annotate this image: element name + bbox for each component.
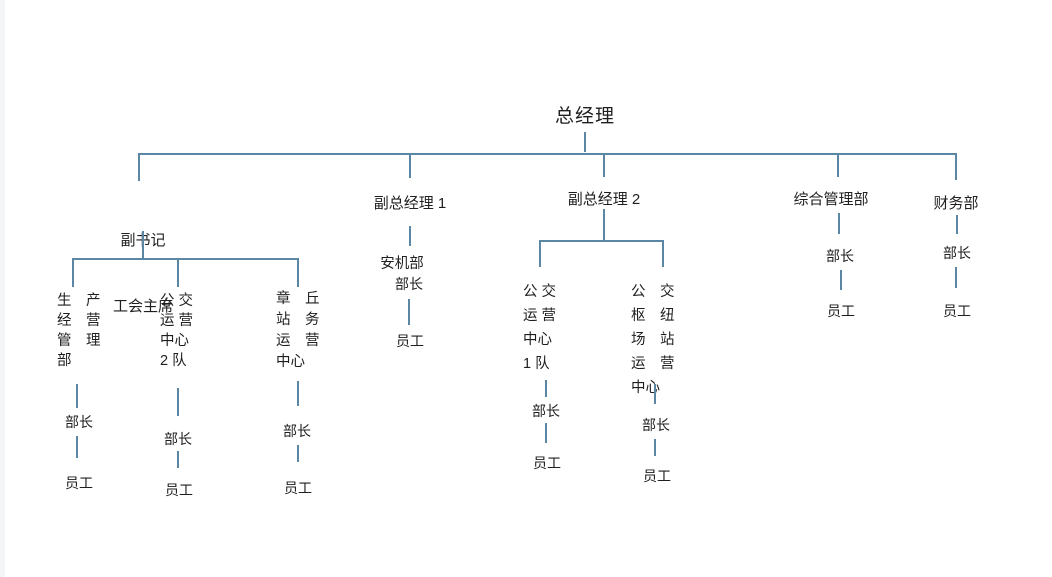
production-line-3: 管 理 <box>57 333 101 349</box>
connector-drop-finance-dept <box>955 153 957 180</box>
hub-line-1: 公 交 <box>631 284 675 300</box>
node-zhangqiu-center: 章 丘 站 务 运 营 中心 <box>276 289 320 373</box>
connector-bus1-manager <box>545 380 547 397</box>
zhangqiu-line-2: 站 务 <box>276 312 320 328</box>
node-bus2-manager: 部长 <box>164 431 192 447</box>
bus2-line-3: 中心 <box>160 333 189 349</box>
node-finance-dept: 财务部 <box>933 195 979 212</box>
production-line-4: 部 <box>57 353 72 369</box>
zhangqiu-line-1: 章 丘 <box>276 291 320 307</box>
node-bus2-staff: 员工 <box>165 482 193 498</box>
hub-line-3: 场 站 <box>631 332 675 348</box>
connector-production-manager <box>76 384 78 408</box>
deputy-secretary-line2: 工会主席 <box>112 298 174 315</box>
node-bus1-staff: 员工 <box>533 455 561 471</box>
node-hub-staff: 员工 <box>643 468 671 484</box>
connector-drop-bus2 <box>177 258 179 287</box>
connector-finance-manager <box>956 215 958 234</box>
connector-anji-staff <box>408 299 410 325</box>
node-hub-manager: 部长 <box>642 417 670 433</box>
connector-ds-down <box>142 231 144 258</box>
production-line-2: 经 营 <box>57 313 101 329</box>
connector-drop-hub <box>662 240 664 267</box>
connector-drop-production <box>72 258 74 287</box>
hub-line-2: 枢 纽 <box>631 308 675 324</box>
connector-admin-staff <box>840 270 842 290</box>
node-admin-dept: 综合管理部 <box>793 191 869 208</box>
node-production-manager: 部长 <box>65 414 93 430</box>
node-finance-manager: 部长 <box>943 245 971 261</box>
connector-production-staff <box>76 436 78 458</box>
connector-bus2-manager <box>177 388 179 416</box>
node-anji-manager: 部长 <box>395 276 423 292</box>
bus1-line-4: 1 队 <box>523 356 550 372</box>
node-general-manager: 总经理 <box>554 106 616 127</box>
node-admin-staff: 员工 <box>827 303 855 319</box>
node-hub-center: 公 交 枢 纽 场 站 运 营 中心 <box>631 280 675 400</box>
connector-finance-staff <box>955 267 957 288</box>
zhangqiu-line-4: 中心 <box>276 354 305 370</box>
bus1-line-3: 中心 <box>523 332 552 348</box>
connector-drop-bus1 <box>539 240 541 267</box>
connector-drop-deputy-gm1 <box>409 153 411 178</box>
node-anji-dept: 安机部 <box>380 256 424 272</box>
connector-level1-bus <box>139 153 957 155</box>
connector-admin-manager <box>838 213 840 234</box>
connector-bus2-staff <box>177 451 179 468</box>
hub-line-4: 运 营 <box>631 356 675 372</box>
bus1-line-2: 运 营 <box>523 308 557 324</box>
page-edge <box>0 0 5 577</box>
node-production-dept: 生 产 经 营 管 理 部 <box>57 291 101 371</box>
production-line-1: 生 产 <box>57 293 101 309</box>
connector-hub-staff <box>654 439 656 456</box>
node-anji-staff: 员工 <box>396 333 424 349</box>
connector-ds-bus <box>73 258 299 260</box>
bus2-line-1: 公 交 <box>160 293 194 309</box>
zhangqiu-line-3: 运 营 <box>276 333 320 349</box>
bus1-line-1: 公 交 <box>523 284 557 300</box>
connector-gm2-down <box>603 209 605 240</box>
node-deputy-gm2: 副总经理 2 <box>567 191 641 208</box>
connector-gm1-down <box>409 226 411 246</box>
connector-zhangqiu-manager <box>297 381 299 406</box>
node-admin-manager: 部长 <box>826 248 854 264</box>
node-deputy-gm1: 副总经理 1 <box>373 195 447 212</box>
node-bus-center-2: 公 交 运 营 中心 2 队 <box>160 291 193 371</box>
connector-hub-manager <box>654 384 656 404</box>
connector-drop-deputy-secretary <box>138 153 140 181</box>
connector-drop-deputy-gm2 <box>603 153 605 177</box>
connector-drop-zhangqiu <box>297 258 299 287</box>
node-production-staff: 员工 <box>65 475 93 491</box>
bus2-line-2: 运 营 <box>160 313 194 329</box>
node-bus-center-1: 公 交 运 营 中心 1 队 <box>523 280 556 376</box>
node-finance-staff: 员工 <box>943 303 971 319</box>
connector-zhangqiu-staff <box>297 445 299 462</box>
connector-gm2-bus <box>540 240 664 242</box>
node-zhangqiu-manager: 部长 <box>283 423 311 439</box>
connector-root-drop <box>584 132 586 152</box>
connector-bus1-staff <box>545 423 547 443</box>
node-zhangqiu-staff: 员工 <box>284 480 312 496</box>
connector-drop-admin-dept <box>837 153 839 177</box>
node-bus1-manager: 部长 <box>532 403 560 419</box>
hub-line-5: 中心 <box>631 380 660 396</box>
bus2-line-4: 2 队 <box>160 353 187 369</box>
